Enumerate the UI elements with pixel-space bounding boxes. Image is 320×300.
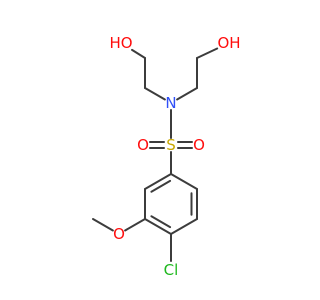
atom-label-n: N [165, 94, 176, 112]
bond-c-n [144, 87, 166, 101]
atom-label-o: HO [109, 34, 132, 52]
bond-c-c-double-inner [150, 179, 172, 193]
bond-c-c [170, 218, 198, 235]
atom-label-o: O [113, 225, 125, 243]
bond-c-c-double-outer [144, 218, 172, 235]
bond-o-c [92, 218, 114, 232]
atom-label-cl: Cl [164, 261, 179, 279]
atom-label-s: S [166, 136, 176, 154]
bond-c-o [196, 47, 219, 59]
bond-n-c [176, 87, 198, 101]
bond-layer [92, 47, 219, 262]
bond-c-o [124, 218, 146, 232]
bond-c-c [170, 173, 198, 190]
bond-c-c-double-inner [150, 215, 172, 229]
atom-label-o: O [193, 136, 205, 154]
atom-label-o: O [137, 136, 149, 154]
bond-c-c-double-outer [144, 173, 172, 190]
bond-o-c [131, 48, 146, 59]
atom-label-o: OH [217, 34, 240, 52]
